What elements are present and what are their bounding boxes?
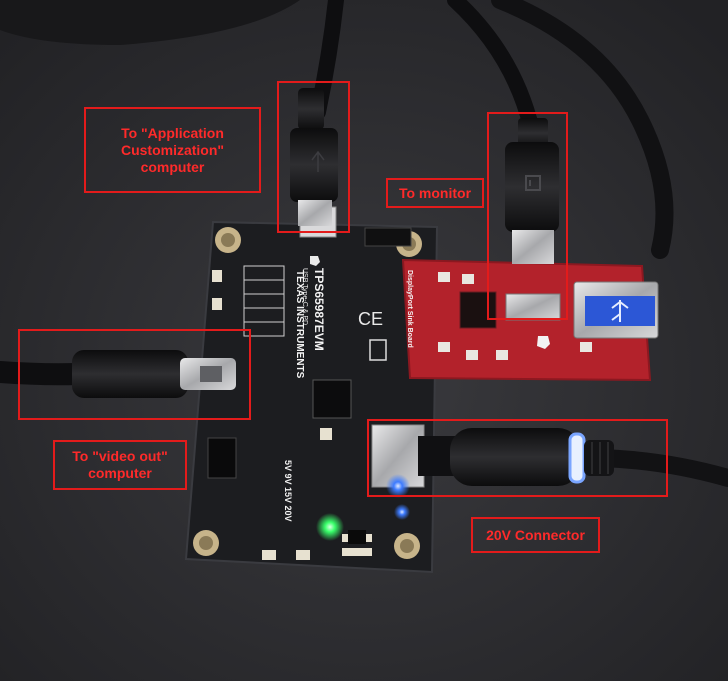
- bag-strap: [0, 0, 300, 45]
- usb-micro-plug: [290, 88, 338, 226]
- ti-logo-icon: [310, 256, 320, 266]
- label-video-out: To "video out" computer: [53, 440, 187, 490]
- blue-led-2: [394, 504, 410, 520]
- usb-symbol-icon: [611, 300, 629, 322]
- mini-displayport-plug: [505, 118, 559, 264]
- board-subtitle-text: USB Type-C & PD: [301, 268, 308, 325]
- callout-displayport: [487, 112, 568, 320]
- label-monitor: To monitor: [386, 178, 484, 208]
- cable-top-right: [491, 0, 674, 259]
- adapter-name-text: DisplayPort Sink Board: [406, 270, 413, 348]
- manufacturer-text: TEXAS INSTRUMENTS: [294, 270, 305, 379]
- displayport-logo-icon: [525, 175, 541, 191]
- callout-usb-c-left: [18, 329, 251, 420]
- label-app-computer: To "Application Customization" computer: [84, 107, 261, 193]
- usb-c-plug-left: [72, 350, 236, 398]
- callout-usb-top: [277, 81, 350, 233]
- blue-led: [386, 474, 410, 498]
- label-20v-connector: 20V Connector: [471, 517, 600, 553]
- callout-dc-jack: [367, 419, 668, 497]
- dc-barrel-plug: [371, 424, 614, 488]
- cable-left: [0, 361, 89, 386]
- green-led: [316, 513, 344, 541]
- cable-right: [591, 449, 728, 487]
- voltage-options-text: 5V 9V 15V 20V: [283, 460, 293, 522]
- displayport-adapter-board: DisplayPort Sink Board: [401, 258, 659, 382]
- ce-mark-icon: CE: [358, 309, 383, 329]
- board-name-text: TPS65987EVM: [312, 268, 326, 351]
- controller-chip: [312, 379, 352, 419]
- ti-logo-adapter-icon: [537, 336, 550, 349]
